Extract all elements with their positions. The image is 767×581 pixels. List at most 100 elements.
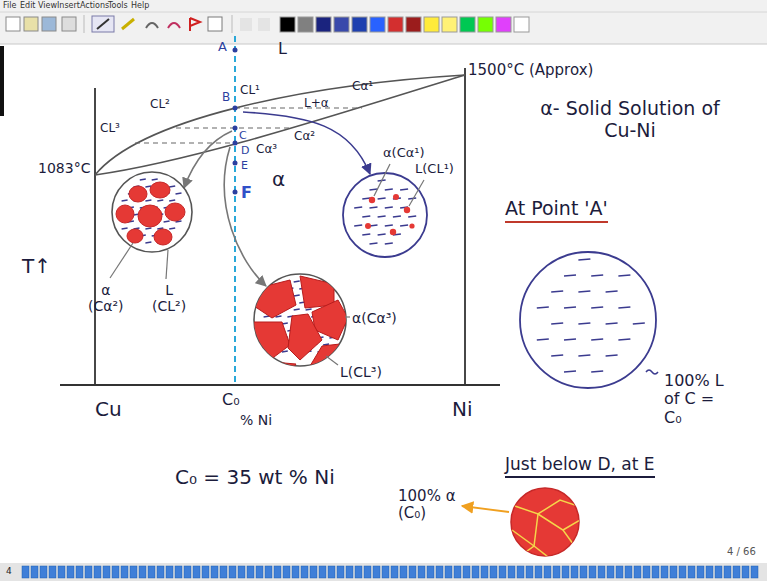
liquid-dash bbox=[362, 216, 370, 217]
drawing-part bbox=[240, 18, 252, 31]
region-label: L bbox=[278, 40, 287, 58]
page-cell bbox=[598, 566, 605, 578]
page-cell bbox=[463, 566, 470, 578]
temperature-label: 1500°C (Approx) bbox=[468, 62, 593, 79]
page-cell bbox=[355, 566, 362, 578]
phase-callout: L(CL¹) bbox=[415, 162, 454, 177]
drawing-part bbox=[146, 23, 158, 28]
drawing-part bbox=[252, 322, 290, 360]
page-cell bbox=[544, 566, 551, 578]
menu-item: Actions bbox=[80, 1, 109, 10]
page-cell bbox=[292, 566, 299, 578]
page-cell bbox=[256, 566, 263, 578]
drawing-part bbox=[122, 19, 134, 29]
page-cell bbox=[526, 566, 533, 578]
drawing-part bbox=[135, 142, 235, 143]
liquid-dash bbox=[378, 198, 386, 199]
drawing-part bbox=[538, 514, 576, 548]
page-cell bbox=[436, 566, 443, 578]
page-cell bbox=[697, 566, 704, 578]
page-cell bbox=[346, 566, 353, 578]
menu-item: View bbox=[38, 1, 57, 10]
region-label: L+α bbox=[304, 97, 329, 111]
drawing-part bbox=[345, 316, 350, 317]
liquid-dash bbox=[408, 216, 416, 217]
page-cell bbox=[562, 566, 569, 578]
page-cell bbox=[589, 566, 596, 578]
page-cell bbox=[508, 566, 515, 578]
liquid-dash bbox=[606, 291, 618, 292]
liquidus-curve bbox=[95, 75, 465, 175]
liquid-dash bbox=[169, 228, 175, 229]
drawing-part bbox=[154, 229, 172, 245]
liquid-dash bbox=[294, 281, 300, 282]
page-cell bbox=[445, 566, 452, 578]
drawing-part bbox=[92, 16, 114, 32]
composition-label: CL² bbox=[150, 98, 170, 112]
drawing-part bbox=[370, 17, 385, 32]
page-cell bbox=[175, 566, 182, 578]
liquid-dash bbox=[378, 234, 386, 235]
drawing-part bbox=[365, 194, 415, 235]
composition-label: CL¹ bbox=[240, 84, 260, 98]
page-cell bbox=[706, 566, 713, 578]
liquid-dash bbox=[164, 221, 170, 222]
page-cell bbox=[427, 566, 434, 578]
phase-callout: L (CL²) bbox=[152, 282, 186, 314]
drawing-part bbox=[233, 106, 238, 111]
page-cell bbox=[418, 566, 425, 578]
drawing-part bbox=[42, 17, 56, 31]
page-cell bbox=[31, 566, 38, 578]
drawing-part bbox=[258, 18, 270, 31]
drawing-part bbox=[60, 384, 500, 386]
drawing-part bbox=[22, 566, 758, 578]
liquid-dash bbox=[633, 323, 645, 324]
composition-label: Cα³ bbox=[256, 143, 277, 157]
drawing-part bbox=[235, 107, 362, 108]
liquid-dash bbox=[551, 355, 563, 356]
drawing-part bbox=[116, 182, 185, 245]
point-label: B bbox=[222, 91, 230, 105]
liquid-dash bbox=[591, 275, 603, 276]
composition-label: CL³ bbox=[100, 122, 120, 136]
page-number: 4 / 66 bbox=[727, 546, 756, 558]
liquid-dash bbox=[145, 200, 151, 201]
page-cell bbox=[391, 566, 398, 578]
liquid-dash bbox=[537, 307, 549, 308]
page-cell bbox=[328, 566, 335, 578]
page-cell bbox=[499, 566, 506, 578]
drawing-part bbox=[165, 203, 185, 221]
liquid-dash bbox=[378, 216, 386, 217]
liquid-dash bbox=[606, 323, 618, 324]
page-cell bbox=[751, 566, 758, 578]
drawing-part bbox=[406, 17, 421, 32]
liquid-dash bbox=[157, 200, 163, 201]
drawing-part bbox=[520, 514, 538, 556]
page-cell bbox=[661, 566, 668, 578]
drawing-part bbox=[478, 17, 493, 32]
liquid-dash bbox=[578, 355, 590, 356]
page-cell bbox=[634, 566, 641, 578]
page-cell bbox=[652, 566, 659, 578]
point-label: F bbox=[241, 184, 252, 202]
microstructure-b bbox=[343, 164, 427, 257]
liquid-dash bbox=[140, 179, 146, 180]
drawing-part bbox=[409, 223, 414, 228]
page-cell bbox=[715, 566, 722, 578]
drawing-part bbox=[404, 207, 410, 213]
drawing-part bbox=[511, 488, 579, 556]
drawing-part bbox=[233, 141, 238, 146]
microstructure-a bbox=[520, 252, 658, 388]
page-cell bbox=[454, 566, 461, 578]
page-cell bbox=[67, 566, 74, 578]
liquid-dash bbox=[282, 351, 288, 352]
drawing-part bbox=[365, 223, 371, 229]
liquid-dash bbox=[400, 189, 408, 190]
liquid-dash bbox=[362, 234, 370, 235]
drawing-part bbox=[288, 314, 322, 360]
drawing-part bbox=[462, 506, 509, 512]
callout-note: 100% L of C = C₀ bbox=[664, 372, 734, 427]
liquid-dash bbox=[591, 307, 603, 308]
liquid-dash bbox=[169, 186, 175, 187]
drawing-part bbox=[646, 370, 658, 374]
